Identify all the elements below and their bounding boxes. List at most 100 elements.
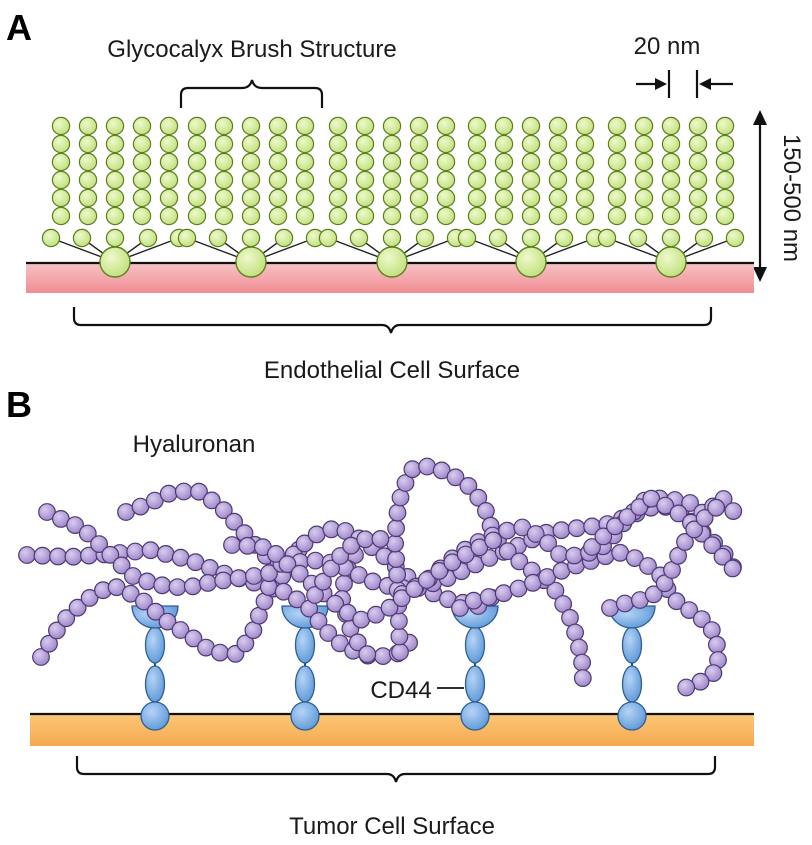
hyaluronan-bead — [57, 609, 76, 628]
brush-bead — [634, 134, 654, 154]
hyaluronan-strand — [601, 498, 725, 617]
brush-bead — [575, 206, 595, 226]
hyaluronan-bead — [676, 533, 694, 551]
hyaluronan-bead — [464, 591, 483, 610]
hyaluronan-strand — [451, 543, 727, 697]
hyaluronan-bead — [309, 612, 328, 630]
brush-bead — [494, 206, 514, 226]
brush-bead — [51, 152, 71, 172]
brush-bead — [328, 152, 348, 172]
brush-bead — [208, 228, 228, 248]
brush-bead — [268, 116, 288, 136]
hyaluronan-bead — [469, 488, 488, 507]
hyaluronan-bead — [685, 520, 704, 539]
hyaluronan-bead — [183, 577, 202, 596]
brush-bead — [159, 134, 179, 154]
hyaluronan-bead — [430, 562, 449, 580]
brush-bead — [436, 116, 456, 136]
brush-bead — [715, 116, 735, 136]
hyaluronan-bead — [236, 634, 255, 653]
hyaluronan-bead — [146, 602, 165, 621]
brush-bead — [382, 188, 402, 208]
brush-bead — [628, 228, 648, 248]
hyaluronan-bead — [202, 491, 221, 510]
hyaluronan-bead — [363, 572, 382, 591]
hyaluronan-bead — [190, 482, 208, 501]
hyaluronan-bead — [229, 569, 248, 588]
brush-bead — [409, 188, 429, 208]
hyaluronan-bead — [692, 610, 711, 628]
hyaluronan-bead — [49, 547, 67, 566]
cd44-domain — [464, 665, 486, 703]
hyaluronan-bead — [546, 581, 565, 600]
brush-bead — [132, 170, 152, 190]
brush-bead — [415, 228, 435, 248]
brush-bead — [436, 188, 456, 208]
hyaluronan-bead — [314, 572, 332, 591]
cd44-receptor — [608, 605, 656, 731]
brush-bead — [382, 116, 402, 136]
hyaluronan-bead — [121, 584, 140, 603]
cd44-base — [460, 701, 490, 731]
hyaluronan-bead — [153, 576, 172, 595]
brush-bead — [214, 116, 234, 136]
brush-bead — [607, 134, 627, 154]
brush-bead — [607, 116, 627, 136]
hyaluronan-bead — [358, 645, 377, 664]
hyaluronan-bead — [156, 545, 175, 563]
tumor-surface-label: Tumor Cell Surface — [289, 813, 495, 840]
brush-bead — [268, 152, 288, 172]
brush-bead — [521, 228, 541, 248]
brush-bead — [688, 134, 708, 154]
brush-bead — [575, 152, 595, 172]
hyaluronan-bead — [498, 521, 517, 540]
brush-bead — [268, 188, 288, 208]
cd44-label: CD44 — [370, 677, 431, 704]
brush-bead — [494, 152, 514, 172]
brush-bead — [494, 188, 514, 208]
brush-bead — [575, 116, 595, 136]
hyaluronan-bead — [126, 542, 145, 561]
hyaluronan-bead — [380, 598, 399, 617]
hyaluronan-bead — [552, 521, 571, 540]
brush-bead — [725, 228, 745, 248]
brush-bead — [132, 116, 152, 136]
hyaluronan-bead — [707, 498, 725, 517]
brush-bead — [715, 188, 735, 208]
brush-bead — [634, 170, 654, 190]
brush-bead — [214, 170, 234, 190]
brush-bead — [105, 228, 125, 248]
cd44-domain — [621, 665, 643, 703]
brush-bead — [295, 170, 315, 190]
brush-bead — [661, 116, 681, 136]
spacing-label: 20 nm — [634, 33, 701, 60]
brush-bead — [467, 188, 487, 208]
brush-bead — [575, 188, 595, 208]
hyaluronan-bead — [171, 548, 190, 567]
brush-bead — [634, 152, 654, 172]
hyaluronan-bead — [214, 571, 233, 590]
brush-bead — [187, 170, 207, 190]
cd44-receptors — [131, 605, 656, 731]
brush-bead — [355, 116, 375, 136]
brush-bead — [187, 116, 207, 136]
hyaluronan-bead — [494, 584, 513, 603]
brush-bead — [159, 206, 179, 226]
hyaluronan-bead — [290, 564, 309, 583]
brush — [41, 116, 189, 263]
hyaluronan-bead — [68, 598, 87, 617]
brush-bead — [159, 170, 179, 190]
brush-bead — [548, 170, 568, 190]
brush-bead — [467, 206, 487, 226]
brush-bead — [467, 170, 487, 190]
brush-bead — [349, 228, 369, 248]
brush-bead — [548, 152, 568, 172]
brush-bead — [494, 170, 514, 190]
hyaluronan-bead — [171, 621, 190, 639]
hyaluronan-bead — [306, 551, 325, 570]
brush-bead — [274, 228, 294, 248]
hyaluronan-bead — [371, 530, 390, 548]
brush-bead — [241, 152, 261, 172]
brush-bead — [41, 228, 61, 248]
brush-bead — [159, 152, 179, 172]
